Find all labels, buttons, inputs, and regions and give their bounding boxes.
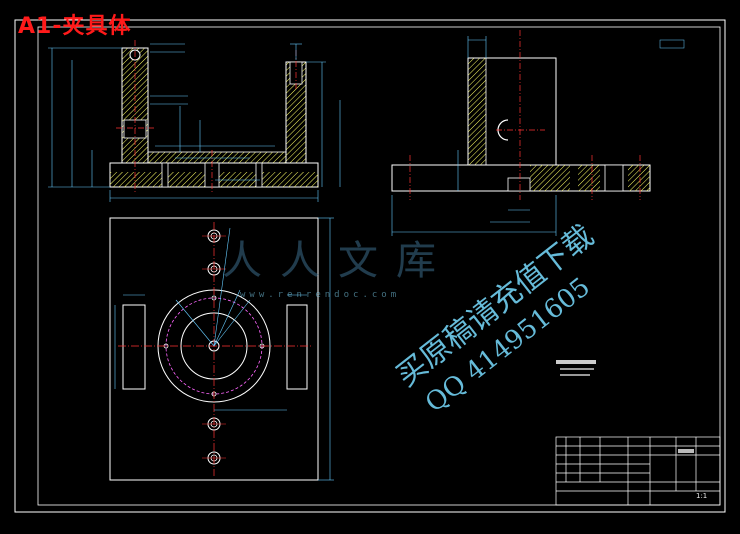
side-base-notch (507, 177, 531, 192)
sheet-title: A1-夹具体 (18, 14, 132, 39)
side-base-hatch (628, 165, 650, 191)
inner-frame (37, 26, 721, 506)
front-base-rib (147, 151, 287, 164)
outer-frame (14, 19, 726, 513)
side-base-slot (604, 164, 624, 192)
top-view (109, 217, 334, 481)
top-dimensions (114, 217, 334, 481)
front-base-hole (161, 162, 169, 188)
top-left-slot (122, 304, 146, 390)
side-base-hatch (530, 165, 570, 191)
side-view (391, 30, 685, 236)
side-base-hatch (578, 165, 600, 191)
watermark-brand: 人人文库 (222, 238, 454, 284)
top-right-slot (286, 304, 308, 390)
front-dimensions (48, 43, 341, 202)
title-block (555, 436, 721, 506)
side-upright-hatch (467, 57, 487, 166)
front-view (48, 40, 341, 202)
title-block-stamp (678, 449, 694, 453)
watermark-url: www.renrendoc.com (240, 290, 401, 300)
top-base-outline (109, 217, 319, 481)
technical-notes (556, 360, 596, 376)
side-note-tag (659, 39, 685, 49)
front-base-hole (255, 162, 263, 188)
title-block-scale: 1:1 (696, 492, 708, 500)
side-dimensions (391, 36, 557, 236)
